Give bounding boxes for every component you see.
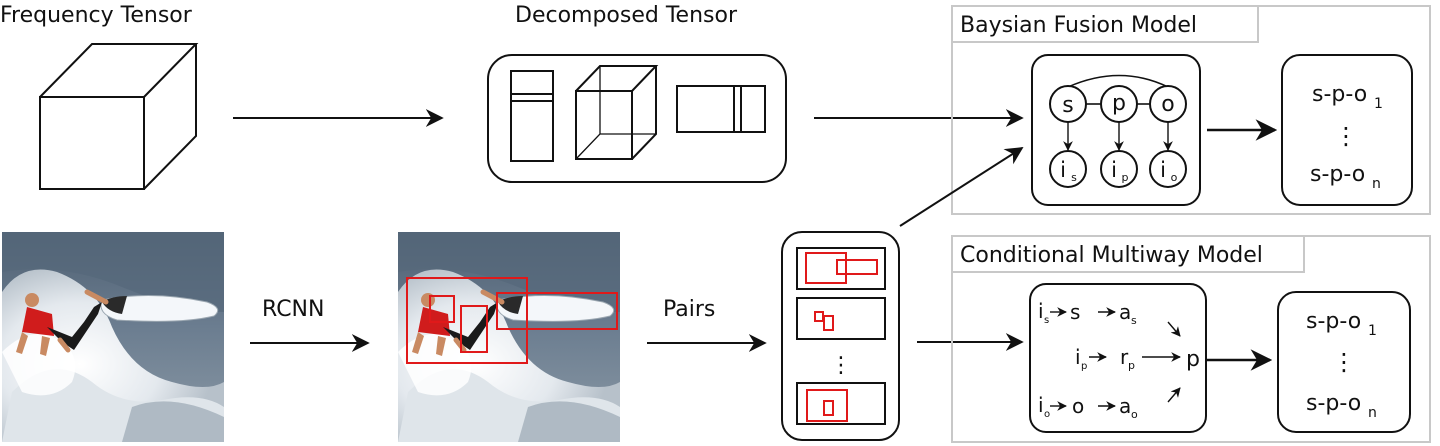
multiway-row-s: i s s a s	[1038, 299, 1137, 327]
svg-text:o: o	[1131, 408, 1138, 421]
svg-text:s: s	[1071, 171, 1077, 184]
svg-text:r: r	[1120, 345, 1129, 369]
svg-text:o: o	[1072, 394, 1084, 418]
svg-text:a: a	[1119, 394, 1131, 418]
arrow-pairs-to-bayesian	[899, 147, 1024, 227]
pair-item	[796, 382, 886, 425]
multiway-model-box	[1029, 283, 1207, 433]
svg-text:a: a	[1119, 300, 1131, 324]
bayesian-panel-title: Baysian Fusion Model	[960, 13, 1197, 38]
arrow-ao-to-p	[1167, 387, 1181, 403]
svg-text:s: s	[1044, 315, 1049, 326]
svg-text:⋮: ⋮	[1334, 122, 1358, 150]
svg-text:s: s	[1131, 314, 1137, 327]
decomposed-tensor-label: Decomposed Tensor	[515, 3, 738, 28]
pairs-stack: ⋮	[781, 231, 900, 441]
detection-box-large	[406, 277, 528, 364]
svg-text:n: n	[1372, 176, 1381, 192]
arrow-as-to-p	[1167, 321, 1181, 337]
pair-item	[796, 247, 886, 290]
node-i-p: i p	[1100, 150, 1138, 188]
svg-text:i: i	[1038, 299, 1044, 323]
svg-text:n: n	[1368, 405, 1377, 421]
svg-text:p: p	[1128, 359, 1135, 372]
svg-text:o: o	[1161, 92, 1174, 117]
node-i-o: i o	[1149, 150, 1187, 188]
svg-text:i: i	[1075, 345, 1081, 369]
bayesian-network-box	[1031, 54, 1201, 206]
svg-text:i: i	[1060, 158, 1066, 182]
svg-text:i: i	[1160, 158, 1166, 182]
detection-box-board	[496, 292, 618, 330]
svg-text:s: s	[1070, 300, 1080, 324]
svg-text:p: p	[1081, 361, 1087, 372]
svg-text:s-p-o: s-p-o	[1306, 391, 1361, 416]
detection-image	[398, 232, 620, 442]
bayesian-output-box: s-p-o 1 ⋮ s-p-o n	[1281, 54, 1413, 206]
pairs-label: Pairs	[663, 297, 715, 322]
svg-text:s: s	[1062, 93, 1073, 118]
frequency-tensor-cube-icon	[39, 43, 199, 190]
multiway-row-o: i o o a o	[1038, 393, 1138, 421]
node-p: p	[1100, 85, 1138, 123]
svg-text:i: i	[1038, 393, 1044, 417]
svg-text:p: p	[1122, 171, 1129, 184]
node-i-s: i s	[1049, 150, 1087, 188]
frequency-tensor-label: Frequency Tensor	[0, 3, 193, 28]
multiway-output-box: s-p-o 1 ⋮ s-p-o n	[1277, 291, 1411, 433]
svg-text:1: 1	[1374, 96, 1383, 112]
rcnn-label: RCNN	[262, 297, 324, 322]
node-s: s	[1049, 85, 1087, 123]
decomposed-tensor-group	[487, 54, 787, 183]
svg-text:1: 1	[1368, 323, 1377, 339]
conditional-multiway-panel: Conditional Multiway Model i s s a s i p…	[951, 235, 1431, 443]
svg-text:i: i	[1111, 158, 1117, 182]
svg-text:s-p-o: s-p-o	[1310, 162, 1365, 187]
input-image	[2, 232, 224, 442]
multiway-row-p: i p r p	[1075, 345, 1181, 372]
multiway-target-p: p	[1186, 347, 1200, 372]
svg-text:s-p-o: s-p-o	[1312, 82, 1367, 107]
detection-box-person-head	[429, 295, 455, 323]
bayesian-fusion-panel: Baysian Fusion Model s p o i s	[951, 5, 1431, 215]
node-o: o	[1149, 85, 1187, 123]
svg-text:o: o	[1171, 171, 1178, 184]
pair-item	[796, 297, 886, 340]
svg-text:⋮: ⋮	[1332, 348, 1356, 376]
detection-box-person	[460, 305, 488, 353]
pairs-ellipsis: ⋮	[830, 353, 852, 378]
svg-text:o: o	[1044, 409, 1050, 420]
svg-text:p: p	[1112, 91, 1126, 116]
svg-text:s-p-o: s-p-o	[1306, 309, 1361, 334]
multiway-panel-title: Conditional Multiway Model	[960, 243, 1263, 268]
